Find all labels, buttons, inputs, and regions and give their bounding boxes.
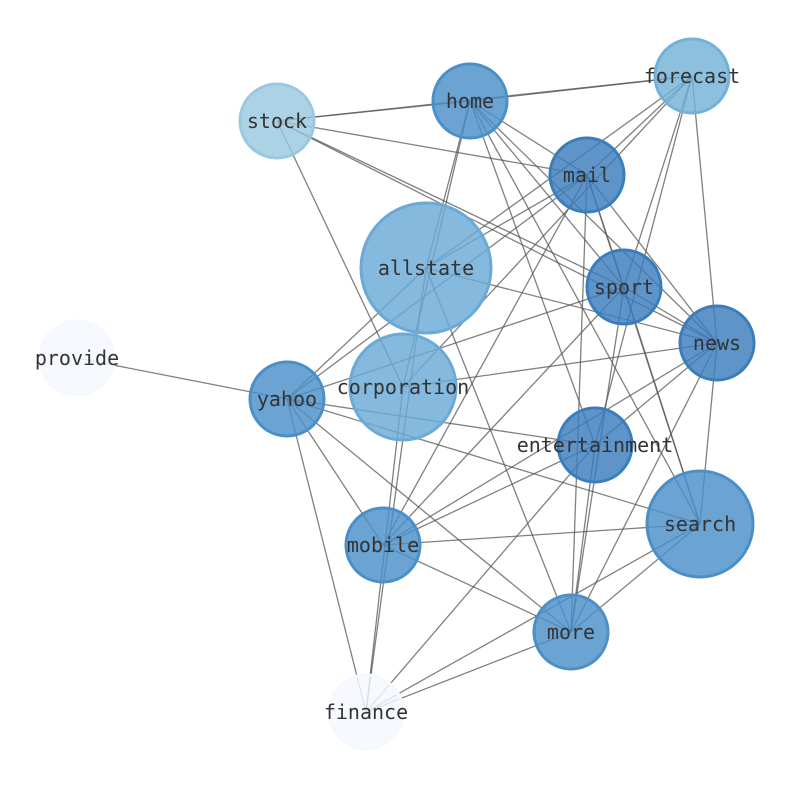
edge-mail-more — [570, 174, 588, 633]
node-circle-home — [431, 62, 509, 140]
node-sport: sport — [585, 248, 663, 326]
node-label-provide: provide — [35, 346, 119, 370]
node-circle-stock — [238, 82, 316, 160]
node-label-mail: mail — [563, 163, 611, 187]
node-label-stock: stock — [247, 109, 307, 133]
edge-yahoo-more — [286, 398, 572, 633]
edge-sport-mobile — [382, 286, 625, 546]
edge-forecast-corporation — [402, 75, 693, 388]
edge-mail-mobile — [382, 174, 588, 546]
edge-yahoo-search — [286, 398, 701, 525]
node-label-more: more — [547, 620, 595, 644]
node-label-home: home — [446, 89, 494, 113]
node-finance: finance — [324, 673, 408, 751]
node-label-corporation: corporation — [337, 375, 469, 399]
edge-entertainment-mobile — [382, 444, 596, 546]
node-label-sport: sport — [594, 275, 654, 299]
edge-stock-sport — [276, 120, 625, 288]
node-home: home — [431, 62, 509, 140]
node-label-yahoo: yahoo — [257, 387, 317, 411]
node-entertainment: entertainment — [517, 406, 674, 484]
node-circle-more — [532, 593, 610, 671]
node-allstate: allstate — [359, 201, 493, 335]
node-label-finance: finance — [324, 700, 408, 724]
node-circle-sport — [585, 248, 663, 326]
node-label-allstate: allstate — [378, 256, 474, 280]
node-search: search — [645, 469, 755, 579]
edge-stock-mail — [276, 120, 588, 176]
node-label-entertainment: entertainment — [517, 433, 674, 457]
node-provide: provide — [35, 319, 119, 397]
node-circle-allstate — [359, 201, 493, 335]
edge-home-news — [469, 100, 718, 344]
edge-forecast-news — [691, 75, 718, 344]
node-label-mobile: mobile — [347, 533, 419, 557]
node-circle-corporation — [348, 332, 458, 442]
node-circle-forecast — [653, 37, 731, 115]
node-circle-mail — [548, 136, 626, 214]
node-label-search: search — [664, 512, 736, 536]
node-forecast: forecast — [644, 37, 740, 115]
node-mail: mail — [548, 136, 626, 214]
node-circle-news — [678, 304, 756, 382]
node-circle-search — [645, 469, 755, 579]
node-circle-provide — [38, 319, 116, 397]
node-yahoo: yahoo — [248, 360, 326, 438]
edge-search-finance — [365, 523, 701, 713]
node-label-forecast: forecast — [644, 64, 740, 88]
node-circle-entertainment — [556, 406, 634, 484]
node-circle-mobile — [344, 506, 422, 584]
node-stock: stock — [238, 82, 316, 160]
node-circle-finance — [327, 673, 405, 751]
node-news: news — [678, 304, 756, 382]
edge-news-mobile — [382, 342, 718, 546]
node-corporation: corporation — [337, 332, 469, 442]
edge-yahoo-finance — [286, 398, 367, 713]
edge-entertainment-finance — [365, 444, 596, 713]
edge-home-sport — [469, 100, 625, 288]
node-mobile: mobile — [344, 506, 422, 584]
node-label-news: news — [693, 331, 741, 355]
edge-news-more — [570, 342, 718, 633]
node-circle-yahoo — [248, 360, 326, 438]
node-more: more — [532, 593, 610, 671]
graph-nodes: forecast home stock mail allstate sport news pr… — [35, 37, 756, 751]
